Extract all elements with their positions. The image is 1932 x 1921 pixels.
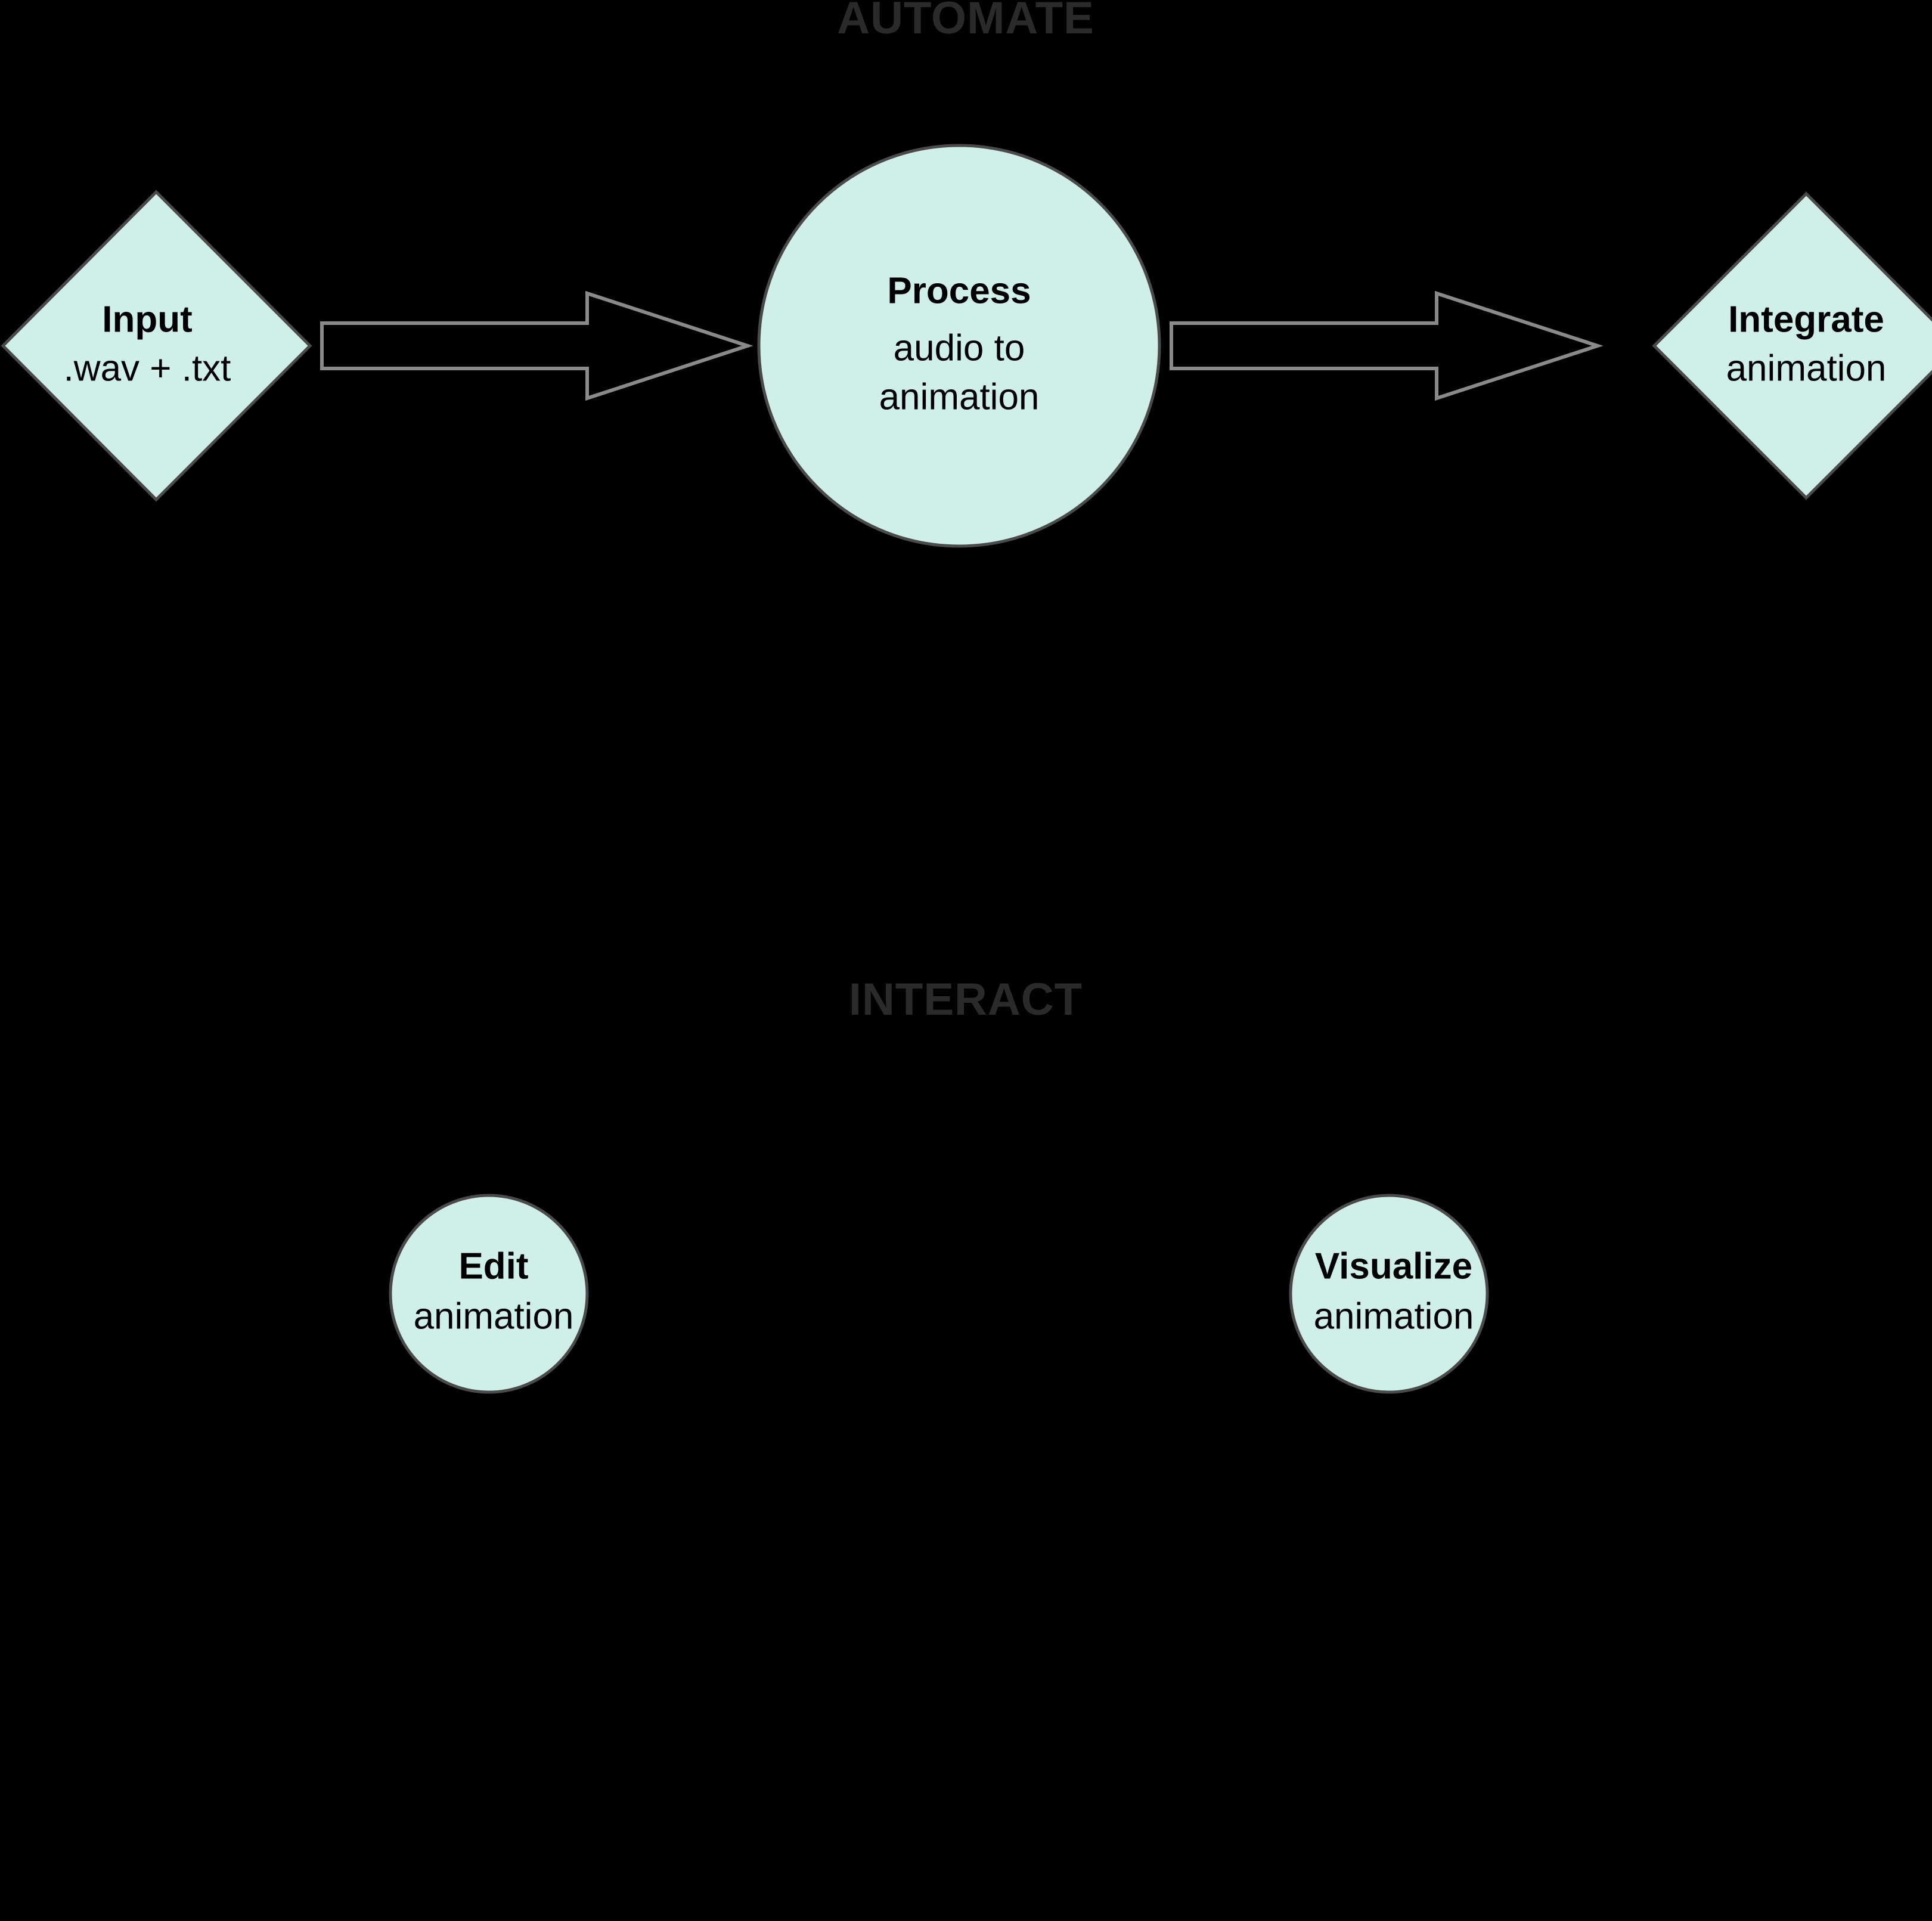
input-subtitle: .wav + .txt: [64, 348, 231, 389]
process-circle-shape[interactable]: [757, 144, 1161, 548]
visualize-circle-shape[interactable]: [1289, 1194, 1489, 1394]
process-subtitle-line1: audio to: [894, 327, 1025, 368]
arrow-right-icon: [1170, 290, 1604, 401]
node-edit[interactable]: Edit animation: [389, 1194, 589, 1394]
node-process[interactable]: Process audio to animation: [757, 144, 1161, 548]
node-input[interactable]: Input .wav + .txt: [1, 190, 312, 502]
input-diamond-shape[interactable]: [1, 190, 312, 502]
group-label-interact: INTERACT: [849, 974, 1083, 1025]
group-label-automate: AUTOMATE: [837, 0, 1094, 44]
edit-circle-shape[interactable]: [389, 1194, 589, 1394]
edit-title: Edit: [458, 1245, 528, 1287]
arrow-right-icon: [320, 290, 753, 401]
process-title: Process: [887, 270, 1031, 311]
node-visualize[interactable]: Visualize animation: [1289, 1194, 1489, 1394]
integrate-diamond-shape[interactable]: [1652, 191, 1932, 500]
edge-input-to-process: [320, 290, 753, 401]
integrate-subtitle: animation: [1726, 348, 1887, 389]
input-title: Input: [102, 299, 193, 340]
process-subtitle-line2: animation: [879, 376, 1040, 417]
edge-process-to-integrate: [1170, 290, 1604, 401]
edit-subtitle: animation: [414, 1296, 574, 1337]
node-integrate[interactable]: Integrate animation: [1652, 191, 1932, 500]
integrate-title: Integrate: [1728, 299, 1884, 340]
visualize-title: Visualize: [1315, 1245, 1472, 1287]
visualize-subtitle: animation: [1314, 1296, 1474, 1337]
